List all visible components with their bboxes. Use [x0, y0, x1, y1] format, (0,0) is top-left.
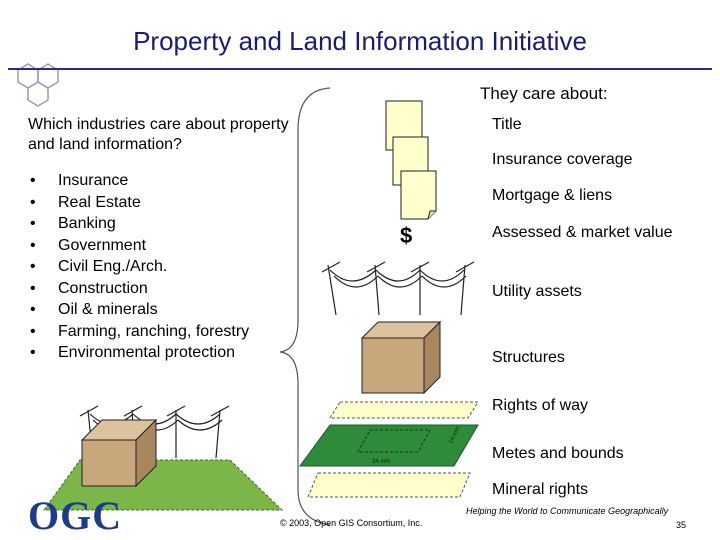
list-item: Construction — [30, 278, 249, 300]
care-item-metes-bounds: Metes and bounds — [492, 445, 624, 462]
title-divider — [8, 68, 712, 70]
care-item-insurance: Insurance coverage — [492, 151, 633, 168]
list-item: Oil & minerals — [30, 299, 249, 321]
list-item: Farming, ranching, forestry — [30, 321, 249, 343]
utility-lines-icon — [321, 261, 475, 316]
list-item: Civil Eng./Arch. — [30, 256, 249, 278]
copyright-text: © 2003, Open GIS Consortium, Inc. — [280, 518, 423, 528]
care-item-utility: Utility assets — [492, 283, 582, 300]
care-heading: They care about: — [480, 84, 608, 103]
industries-question: Which industries care about property and… — [28, 116, 289, 153]
scene-utility-poles-icon — [79, 405, 230, 461]
care-item-value: Assessed & market value — [492, 224, 673, 241]
hexagon-logo-icon — [17, 63, 59, 107]
list-item: Government — [30, 235, 249, 257]
list-item: Insurance — [30, 170, 249, 192]
industries-list: Insurance Real Estate Banking Government… — [30, 170, 249, 364]
document-mortgage-icon — [400, 170, 437, 220]
list-item: Real Estate — [30, 192, 249, 214]
bracket-shape — [279, 87, 331, 526]
rights-of-way-strip — [329, 401, 479, 419]
scene-house-icon — [80, 418, 158, 488]
tagline-text: Helping the World to Communicate Geograp… — [466, 506, 669, 516]
dollar-icon: $ — [400, 223, 413, 248]
care-item-rights-of-way: Rights of way — [492, 397, 589, 414]
metes-bounds-parcel — [299, 424, 479, 467]
mineral-rights-strip — [307, 472, 471, 498]
care-item-mortgage: Mortgage & liens — [492, 187, 613, 204]
care-item-structures: Structures — [492, 349, 565, 366]
care-item-mineral: Mineral rights — [492, 481, 589, 498]
page-number: 35 — [676, 520, 687, 530]
parcel-bottom-label: 34 mm — [372, 459, 390, 465]
care-item-title: Title — [492, 116, 522, 133]
structure-house-icon — [360, 320, 442, 395]
list-item: Environmental protection — [30, 342, 249, 364]
ogc-logo: OGC — [28, 493, 123, 538]
list-item: Banking — [30, 213, 249, 235]
slide-title: Property and Land Information Initiative — [133, 26, 587, 56]
